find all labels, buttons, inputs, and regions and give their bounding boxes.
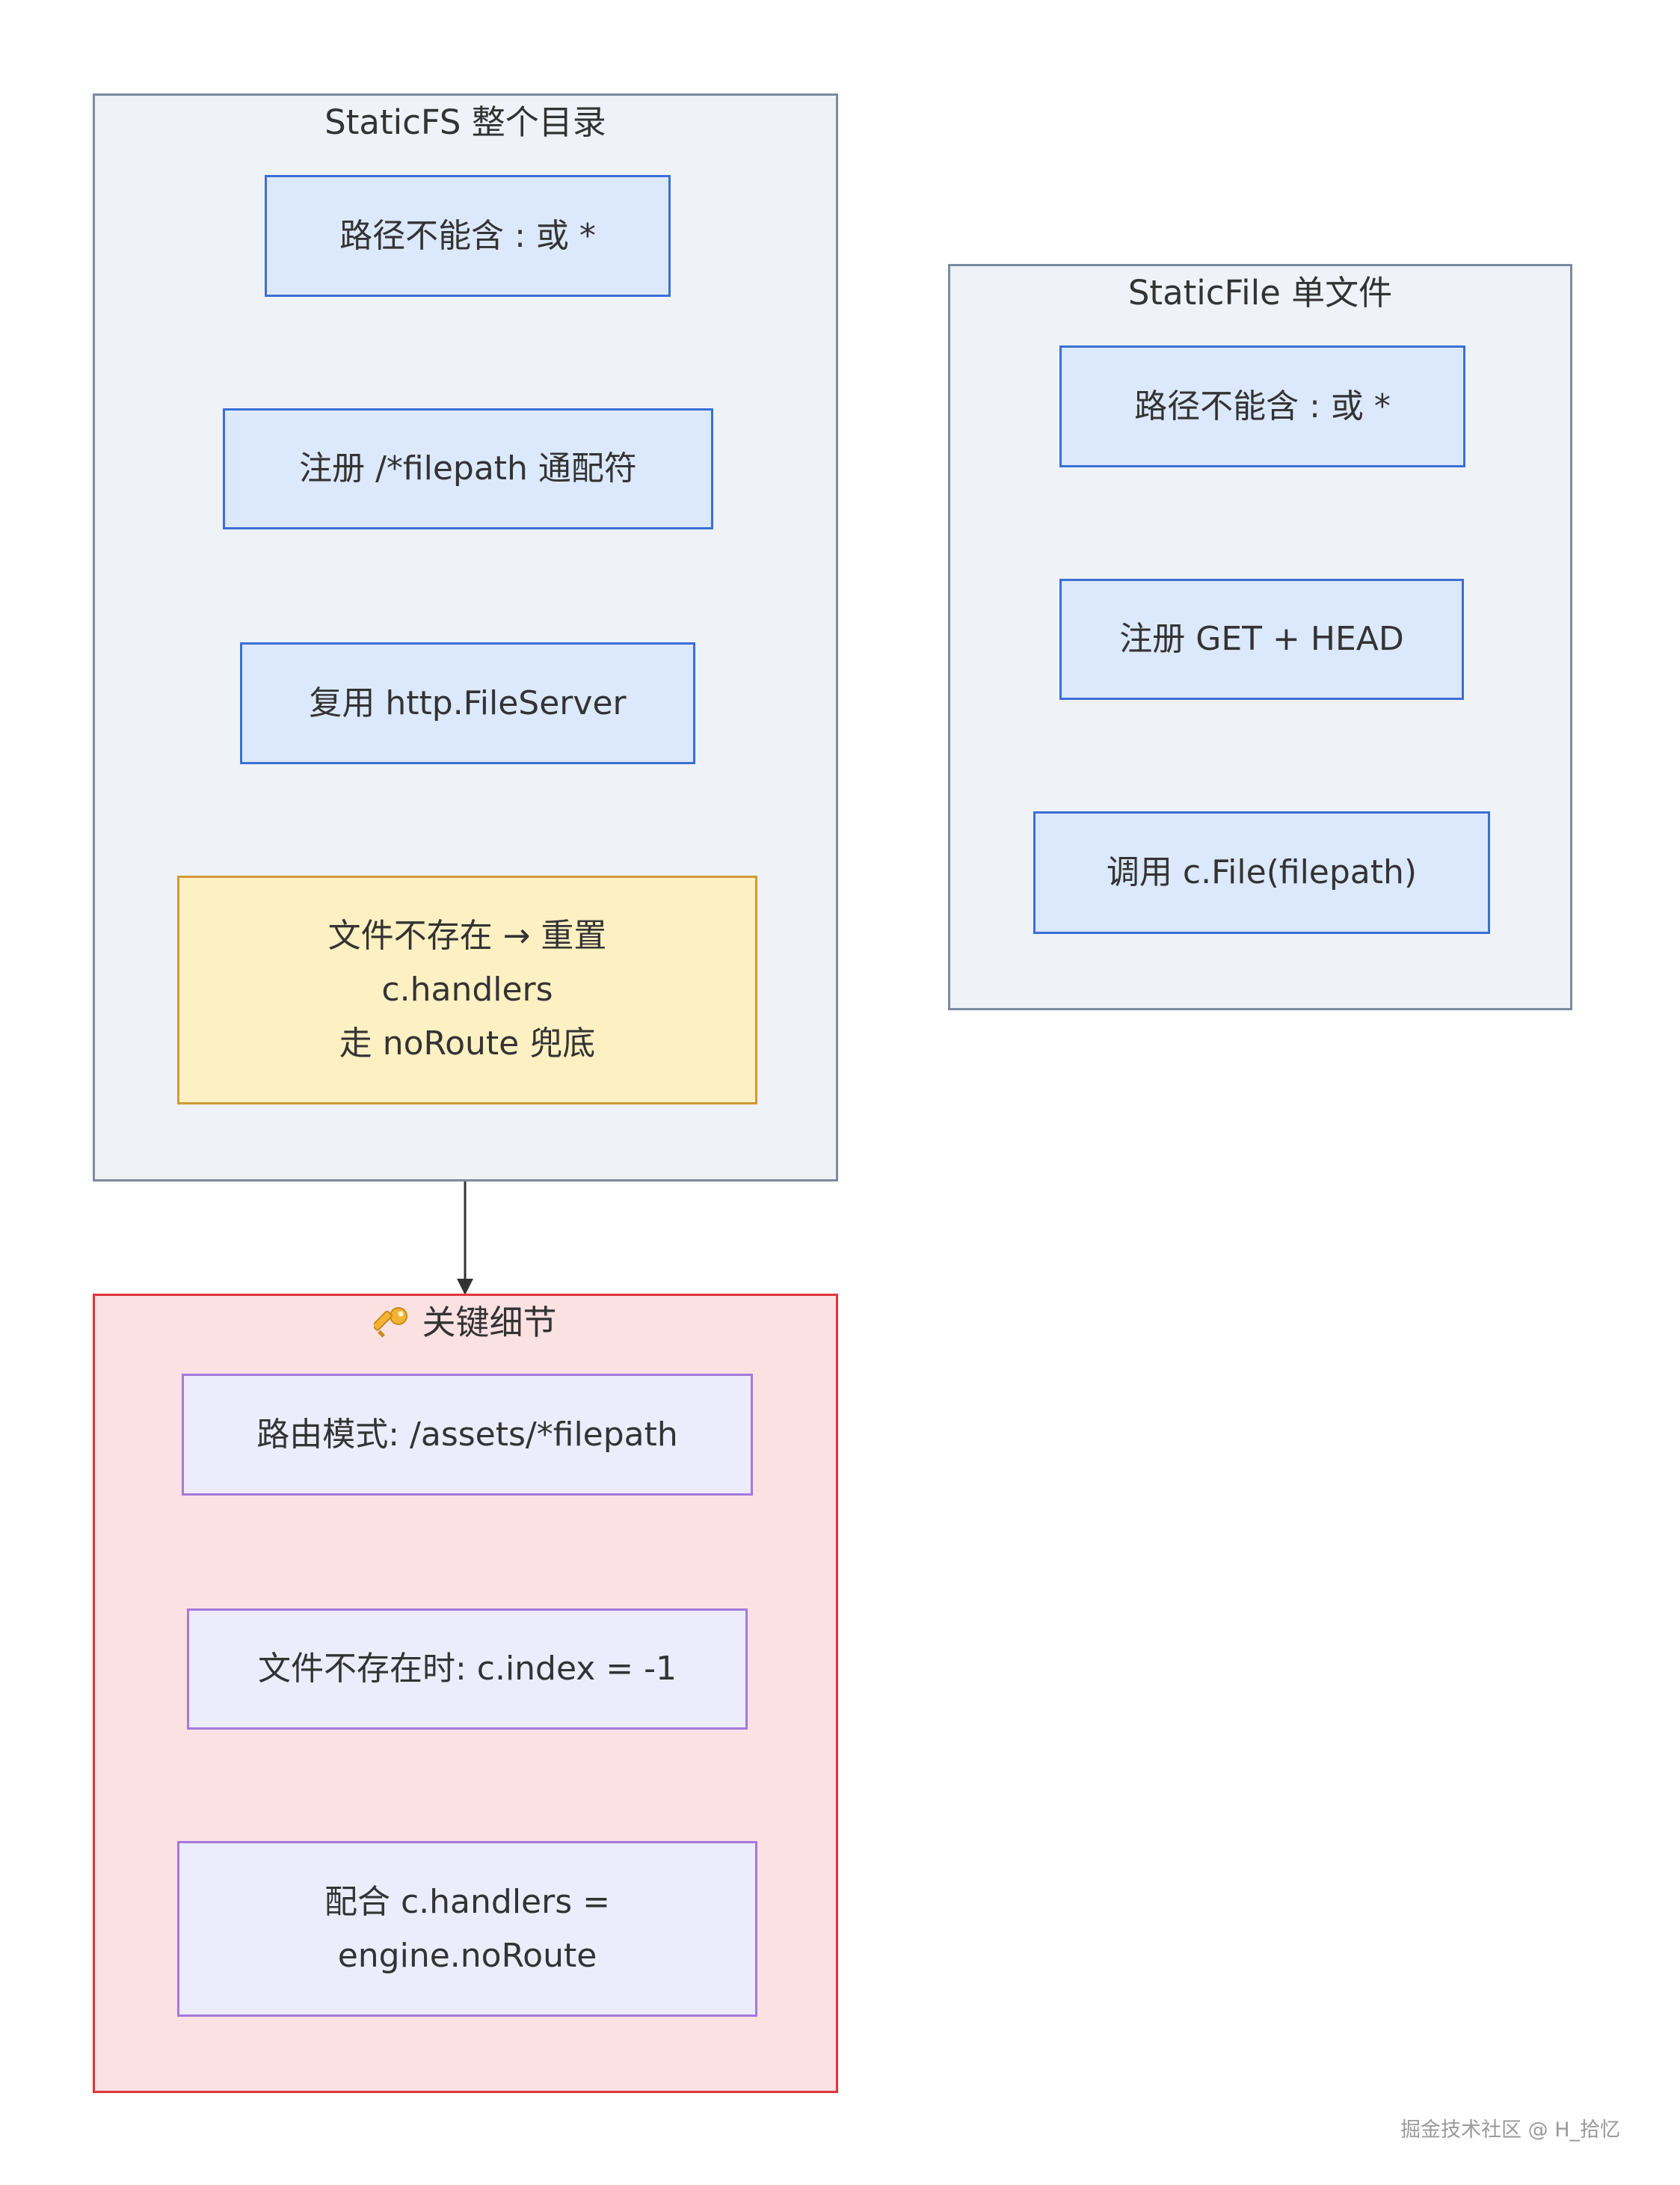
node-label: 路径不能含 : 或 * xyxy=(339,216,596,255)
group-title: StaticFile 单文件 xyxy=(1127,273,1393,313)
node-label: 注册 GET + HEAD xyxy=(1119,620,1404,658)
node-label: 路由模式: /assets/*filepath xyxy=(256,1415,678,1454)
group-title: StaticFS 整个目录 xyxy=(324,102,606,142)
node-label-line: 文件不存在 → 重置 xyxy=(327,917,607,955)
node-label-line: 走 noRoute 兜底 xyxy=(339,1024,596,1063)
node-label-line: engine.noRoute xyxy=(337,1936,597,1975)
node-register-get-head: 注册 GET + HEAD xyxy=(1059,579,1464,700)
node-label-line: 配合 c.handlers = xyxy=(324,1882,610,1921)
arrowhead xyxy=(457,1279,473,1295)
node-path-restriction: 路径不能含 : 或 * xyxy=(265,175,671,297)
watermark: 掘金技术社区 @ H_拾忆 xyxy=(1400,2118,1620,2142)
node-register-wildcard: 注册 /*filepath 通配符 xyxy=(223,408,713,529)
node-index-reset: 文件不存在时: c.index = -1 xyxy=(187,1608,748,1730)
group-title-text: 关键细节 xyxy=(422,1303,557,1342)
key-icon xyxy=(374,1307,408,1338)
group-staticfile: StaticFile 单文件 路径不能含 : 或 * 注册 GET + HEAD… xyxy=(948,264,1572,1010)
node-label: 路径不能含 : 或 * xyxy=(1134,387,1391,425)
node-label: 复用 http.FileServer xyxy=(309,683,627,722)
group-title: 关键细节 xyxy=(95,1302,836,1344)
edge-arrow xyxy=(457,1181,473,1295)
node-label: 文件不存在时: c.index = -1 xyxy=(257,1650,677,1688)
node-file-missing-fallback: 文件不存在 → 重置 c.handlers 走 noRoute 兜底 xyxy=(177,876,757,1104)
node-label-line: c.handlers xyxy=(381,971,553,1009)
node-path-restriction: 路径不能含 : 或 * xyxy=(1059,345,1465,467)
node-handlers-noroute: 配合 c.handlers = engine.noRoute xyxy=(177,1841,757,2017)
group-key-details: 关键细节 路由模式: /assets/*filepath 文件不存在时: c.i… xyxy=(93,1294,838,2093)
node-call-c-file: 调用 c.File(filepath) xyxy=(1033,811,1490,934)
node-route-pattern: 路由模式: /assets/*filepath xyxy=(182,1374,753,1496)
node-label: 调用 c.File(filepath) xyxy=(1106,853,1418,891)
group-staticfs: StaticFS 整个目录 路径不能含 : 或 * 注册 /*filepath … xyxy=(93,93,838,1181)
node-reuse-fileserver: 复用 http.FileServer xyxy=(240,642,695,764)
node-label: 注册 /*filepath 通配符 xyxy=(299,449,637,488)
